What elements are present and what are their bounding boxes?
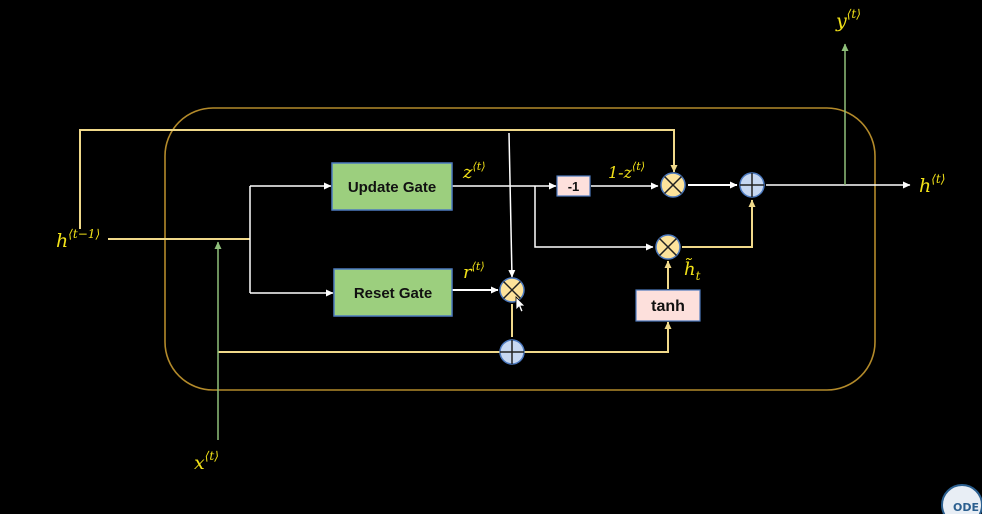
x-label: x⟨t⟩ xyxy=(194,449,219,474)
one-minus-z-label: 1-z⟨t⟩ xyxy=(608,160,645,182)
h-tilde-base: h̃ xyxy=(684,257,696,280)
mouse-pointer-icon xyxy=(515,296,526,313)
multiply-op-lower xyxy=(655,234,681,260)
reset-gate: Reset Gate xyxy=(333,268,453,317)
r-base: r xyxy=(463,262,473,283)
multiply-op-upper xyxy=(660,172,686,198)
tanh-box: tanh xyxy=(635,289,701,322)
reset-gate-label: Reset Gate xyxy=(354,285,432,302)
add-op-bottom xyxy=(499,339,525,365)
h-tilde-label: h̃t xyxy=(684,257,701,283)
wire-z-to-mult2 xyxy=(534,186,654,251)
gru-cell-boundary xyxy=(164,107,876,391)
z-sup: ⟨t⟩ xyxy=(472,160,485,173)
wire-hprev-to-rmult xyxy=(508,132,516,278)
h-out-sup: ⟨t⟩ xyxy=(931,172,945,186)
z-label: z⟨t⟩ xyxy=(462,160,486,183)
h-prev-base: h xyxy=(56,230,68,252)
update-gate-label: Update Gate xyxy=(348,179,436,196)
add-op-output xyxy=(739,172,765,198)
one-minus-z-base: 1-z xyxy=(608,163,633,182)
h-out-base: h xyxy=(919,175,931,197)
wire-mult2-to-add xyxy=(682,199,756,248)
update-gate: Update Gate xyxy=(331,162,453,211)
y-label: y⟨t⟩ xyxy=(835,7,861,32)
h-prev-sup: ⟨t−1⟩ xyxy=(68,227,100,241)
r-sup: ⟨t⟩ xyxy=(472,260,485,273)
logo-text: ODE xyxy=(953,501,979,514)
tanh-label: tanh xyxy=(651,298,685,315)
h-prev-label: h⟨t−1⟩ xyxy=(56,227,100,252)
green-wires xyxy=(214,43,849,440)
z-base: z xyxy=(462,162,473,183)
y-base: y xyxy=(835,10,847,32)
minus-one-box: -1 xyxy=(556,175,591,197)
multiply-op-reset xyxy=(499,277,525,303)
r-label: r⟨t⟩ xyxy=(463,260,485,283)
white-wires xyxy=(249,132,911,297)
wire-bottom-to-tanh xyxy=(218,321,672,353)
minus-one-label: -1 xyxy=(568,179,580,194)
y-sup: ⟨t⟩ xyxy=(847,7,861,21)
wire-hprev-bypass xyxy=(79,129,678,229)
code-logo: ODE xyxy=(941,484,982,514)
x-sup: ⟨t⟩ xyxy=(205,449,219,463)
yellow-wires xyxy=(79,129,756,353)
one-minus-z-sup: ⟨t⟩ xyxy=(632,160,645,173)
h-out-label: h⟨t⟩ xyxy=(919,172,945,197)
x-base: x xyxy=(194,452,205,474)
h-tilde-sub: t xyxy=(696,269,701,283)
